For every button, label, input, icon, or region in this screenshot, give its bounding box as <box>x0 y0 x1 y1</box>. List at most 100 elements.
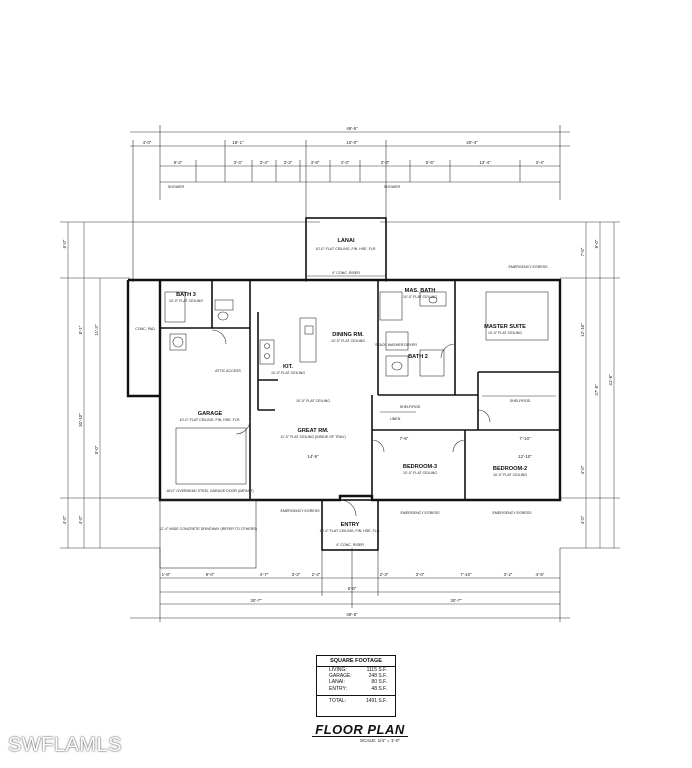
entry-ceiling: 10'-0" FLAT CEILING, FIN. HSE. FLR. <box>320 529 381 533</box>
entry-riser-note: 4" CONC. RISER <box>336 543 364 547</box>
plan-title-underline <box>312 736 408 737</box>
sqft-row-value: 1115 S.F. <box>366 667 387 673</box>
entry-label: ENTRY <box>341 522 360 528</box>
bed2-shelf-note: SHELF/ROD <box>510 399 531 403</box>
bedroom3-ceiling: 10'-0" FLAT CEILING <box>403 471 437 475</box>
bottom-dim-1-5: 2'-3" <box>312 572 321 577</box>
fixtures <box>164 291 556 485</box>
right-dim-5: 41'-8" <box>608 374 613 386</box>
bottom-dim-3-1: 30'-7" <box>250 598 262 603</box>
door-swings <box>211 329 491 517</box>
bedroom2-dim-2: 12'-10" <box>518 454 532 459</box>
sqft-row-value: 248 S.F. <box>368 673 387 680</box>
bed-egress-note-1: EMERGENCY EGRESS <box>280 509 320 513</box>
bottom-dim-1-10: 4'-5" <box>536 572 545 577</box>
dining-label: DINING RM. <box>332 332 364 338</box>
bed3-shelf-note: SHELF/ROD <box>400 405 421 409</box>
left-dim-6: 4'-0" <box>62 515 67 524</box>
left-dim-1: 6'-0" <box>62 239 67 248</box>
bed-egress-note-3: EMERGENCY EGRESS <box>492 511 532 515</box>
sqft-row-total: TOTAL: 1491 S.F. <box>317 694 395 704</box>
right-dim-1: 7'-0" <box>580 247 585 256</box>
bath3-label: BATH 3 <box>176 292 196 298</box>
bedroom3-dim: 7'-6" <box>400 436 409 441</box>
bed-egress-note-2: EMERGENCY EGRESS <box>400 511 440 515</box>
top-dim-2-1: 8'-2" <box>174 160 183 165</box>
kit-ceiling: 10'-0" FLAT CEILING <box>271 371 305 375</box>
sqft-row-value: 48 S.F. <box>371 685 387 692</box>
top-dim-2-5: 3'-8" <box>311 160 320 165</box>
side-dimension-lines <box>60 221 620 549</box>
master-suite-ceiling: 10'-0" FLAT CEILING <box>488 331 522 335</box>
great-rm-flat-note: 10'-0" FLAT CEILING <box>296 399 330 403</box>
garage-ceiling: 10'-0" FLAT CEILING, FIN. HSE. FLR. <box>180 418 241 422</box>
top-dim-2-9: 13'-4" <box>479 160 491 165</box>
sqft-row-label: GARAGE: <box>329 673 352 680</box>
top-dim-1-1: 4'-0" <box>143 140 152 145</box>
left-dim-7: 4'-0" <box>78 515 83 524</box>
left-dim-3: 11'-3" <box>94 324 99 335</box>
sqft-row-entry: ENTRY: 48 S.F. <box>317 686 395 692</box>
shower-note-1: SHOWER <box>168 185 185 189</box>
bath2-label: BATH 2 <box>408 354 428 360</box>
right-dim-2: 12'-10" <box>580 323 585 337</box>
sqft-row-value: 80 S.F. <box>371 679 387 686</box>
plan-title: FLOOR PLAN <box>315 722 405 737</box>
entry-porch <box>321 499 379 551</box>
bath3-ceiling: 10'-0" FLAT CEILING <box>169 299 203 303</box>
bedroom3-label: BEDROOM-3 <box>403 464 437 470</box>
interior-walls <box>160 280 560 500</box>
watermark-logo: SWFLAMLS <box>8 734 123 756</box>
lanai-label: LANAI <box>337 238 355 244</box>
dining-ceiling: 10'-0" FLAT CEILING <box>331 339 365 343</box>
bedroom2-label: BEDROOM-2 <box>493 466 527 472</box>
top-dim-2-3: 3'-4" <box>260 160 269 165</box>
right-dim-7: 8'-0" <box>594 239 599 248</box>
driveway-note: 12'-4" WIDE CONCRETE DRIVEWAY (REFER TO … <box>159 527 257 531</box>
shower-note-2: SHOWER <box>384 185 401 189</box>
sqft-row-garage: GARAGE: 248 S.F. <box>317 673 395 679</box>
mas-bath-label: MAS. BATH <box>405 288 436 294</box>
driveway <box>159 499 257 569</box>
bottom-dim-1-9: 3'-2" <box>504 572 513 577</box>
bottom-dim-1-6: 2'-3" <box>380 572 389 577</box>
sqft-row-living: LIVING: 1115 S.F. <box>317 667 395 673</box>
top-dim-2-2: 3'-4" <box>234 160 243 165</box>
bottom-dimension-lines <box>130 548 570 622</box>
sqft-row-label: LANAI: <box>329 679 345 686</box>
stack-washer-note: STACK WASHER DRYER <box>375 343 417 347</box>
bottom-dim-1-8: 7'-10" <box>460 572 472 577</box>
linen-note: LINEN <box>390 417 401 421</box>
left-dim-4: 30'-10" <box>78 413 83 427</box>
right-dim-3: 4'-0" <box>580 465 585 474</box>
bottom-dim-1-3: 4'-7" <box>260 572 269 577</box>
right-dim-6: 27'-8" <box>594 384 599 396</box>
bottom-dim-1-4: 3'-2" <box>292 572 301 577</box>
sqft-row-lanai: LANAI: 80 S.F. <box>317 679 395 685</box>
top-dimension-lines <box>130 125 570 282</box>
square-footage-table: SQUARE FOOTAGE LIVING: 1115 S.F. GARAGE:… <box>316 655 396 717</box>
top-dim-2-7: 3'-0" <box>381 160 390 165</box>
great-rm-ceiling: 11'-0" FLAT CEILING (INSIDE OF TRAY) <box>280 435 345 439</box>
great-rm-dim: 14'-9" <box>307 454 319 459</box>
sqft-total-label: TOTAL: <box>329 697 347 704</box>
bedroom2-ceiling: 10'-0" FLAT CEILING <box>493 473 527 477</box>
master-suite-label: MASTER SUITE <box>484 324 526 330</box>
sqft-total-value: 1491 S.F. <box>365 697 387 704</box>
lanai-riser-note: 4" CONC. RISER <box>332 271 360 275</box>
conc-pad-note: CONC. PAD <box>135 327 155 331</box>
square-footage-title: SQUARE FOOTAGE <box>317 656 395 667</box>
garage-label: GARAGE <box>198 411 223 417</box>
great-rm-label: GREAT RM. <box>298 428 329 434</box>
top-dim-2-4: 3'-2" <box>284 160 293 165</box>
top-dim-1-4: 20'-4" <box>466 140 478 145</box>
top-dim-2-8: 5'-6" <box>426 160 435 165</box>
sqft-row-label: LIVING: <box>329 667 347 673</box>
bedroom2-dim: 7'-10" <box>519 436 531 441</box>
top-dim-1-3: 10'-0" <box>346 140 358 145</box>
lanai-ceiling: 10'-0" FLAT CEILING, FIN. HSE. FLR. <box>316 247 377 251</box>
bottom-dim-3-2: 30'-7" <box>450 598 462 603</box>
top-dim-2-10: 3'-4" <box>536 160 545 165</box>
left-dim-2: 8'-1" <box>78 325 83 334</box>
left-dim-5: 9'-0" <box>94 445 99 454</box>
